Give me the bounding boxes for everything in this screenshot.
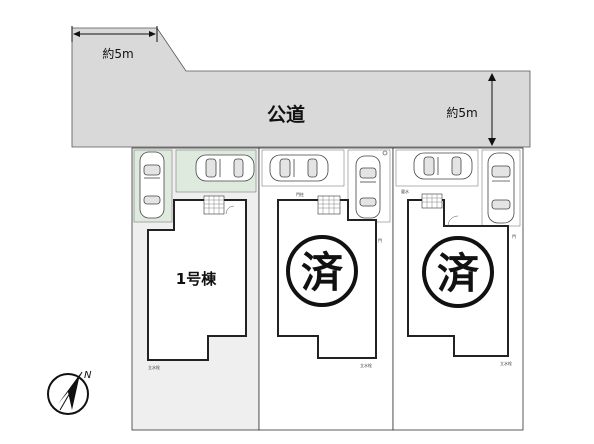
sold-stamp: 済 <box>286 235 358 307</box>
car-icon <box>269 154 329 182</box>
gate-label: 門柱 <box>296 191 304 197</box>
meter-label: 量水 <box>401 188 409 194</box>
road-width-right-label: 約5m <box>446 105 477 120</box>
car-icon <box>487 152 515 224</box>
lot-1-building-outline <box>147 199 247 361</box>
car-icon <box>195 154 255 182</box>
faucet-label: 立水栓 <box>360 362 372 368</box>
post-label: 門 <box>512 234 516 239</box>
post-label: 門 <box>378 238 382 243</box>
meter-icon <box>382 150 388 156</box>
car-icon <box>355 155 381 219</box>
road-width-dimension-top <box>71 26 158 42</box>
car-icon <box>139 151 165 219</box>
road-label: 公道 <box>267 103 305 126</box>
road-width-dimension-right <box>488 73 496 146</box>
road-width-top-label: 約5m <box>102 46 133 61</box>
faucet-label: 立水栓 <box>148 364 160 370</box>
public-road <box>71 27 531 148</box>
car-icon <box>413 152 473 180</box>
faucet-label: 立水栓 <box>500 360 512 366</box>
lot-1-name: 1号棟 <box>176 270 217 288</box>
sold-stamp-label: 済 <box>437 249 480 298</box>
north-label: N <box>84 370 92 381</box>
north-arrow-icon <box>47 371 89 415</box>
sold-stamp: 済 <box>422 236 494 308</box>
sold-stamp-label: 済 <box>301 248 344 297</box>
